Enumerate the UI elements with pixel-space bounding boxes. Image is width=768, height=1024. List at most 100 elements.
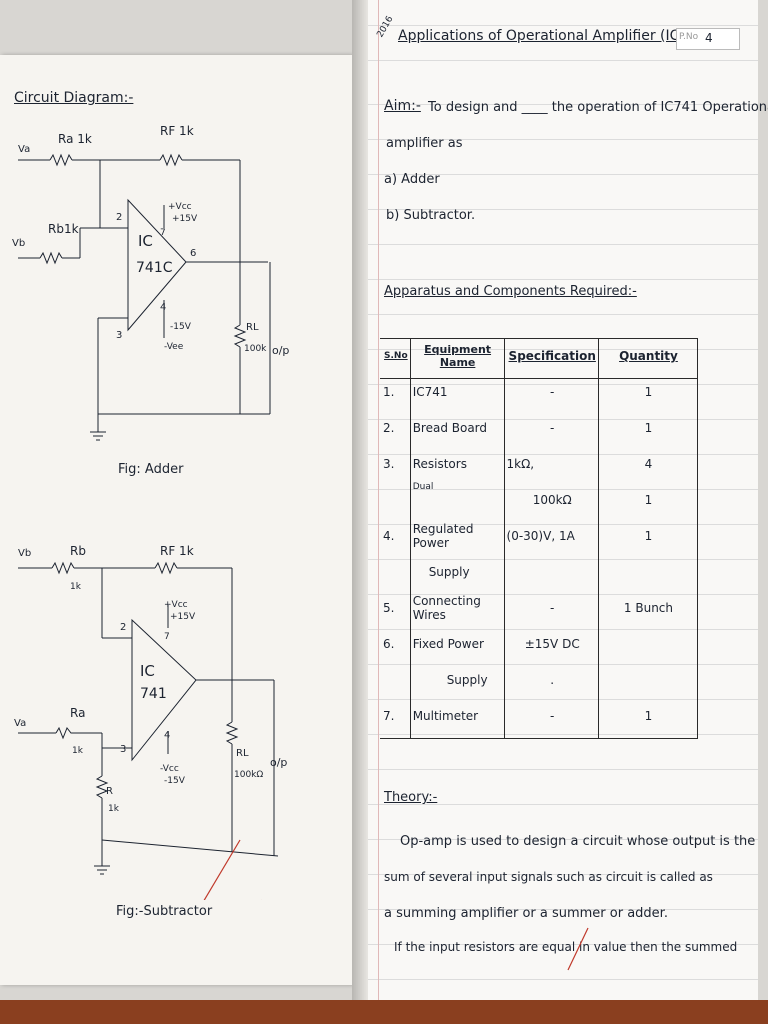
sub-ic-label: IC	[140, 662, 155, 680]
sub-vcc-neg: -Vcc	[160, 764, 179, 774]
table-cell: 5.	[383, 601, 395, 615]
table-cell: -	[550, 421, 555, 435]
table-row: Dual 100kΩ 1	[381, 482, 697, 518]
adder-vcc-neg: -Vee	[164, 342, 184, 352]
table-dual-note: Dual	[412, 482, 434, 492]
sub-va-label: Va	[14, 718, 27, 729]
table-cell: .	[550, 673, 555, 687]
table-cell: 1	[644, 493, 653, 507]
table-header-cell: Quantity	[619, 349, 678, 363]
sub-r-value: 1k	[108, 804, 119, 814]
adder-caption: Fig: Adder	[118, 462, 184, 477]
adder-pin2: 2	[116, 212, 123, 223]
table-row: 2. Bread Board - 1	[381, 410, 697, 446]
table-cell: 1	[644, 385, 653, 399]
sub-rb-value: 1k	[70, 582, 81, 592]
table-cell: 1	[644, 709, 653, 723]
table-top-rule	[380, 338, 698, 339]
table-col-rule-3	[598, 338, 599, 738]
sub-ra-value: 1k	[72, 746, 83, 756]
table-header-row: S.No Equipment Name Specification Quanti…	[381, 338, 697, 374]
table-row: 1. IC741 - 1	[381, 374, 697, 410]
circuit-diagram-heading: Circuit Diagram:-	[14, 90, 134, 106]
table-cell: 1.	[383, 385, 395, 399]
subtractor-circuit	[18, 561, 279, 900]
theory-line-3: a summing amplifier or a summer or adder…	[384, 906, 668, 921]
sub-rf-label: RF 1k	[160, 544, 194, 558]
adder-va-label: Va	[18, 144, 31, 155]
table-cell: Bread Board	[412, 421, 488, 435]
table-cell: 1kΩ,	[506, 457, 535, 471]
table-row: Supply	[381, 554, 697, 590]
table-cell: -	[550, 601, 555, 615]
adder-vb-label: Vb	[12, 238, 26, 249]
aim-text-line1: To design and ____ the operation of IC74…	[428, 100, 768, 115]
adder-rf-label: RF 1k	[160, 124, 194, 138]
adder-rb-label: Rb1k	[48, 222, 79, 236]
table-row: 6. Fixed Power ±15V DC	[381, 626, 697, 662]
table-cell	[381, 554, 411, 590]
subtractor-caption: Fig:-Subtractor	[116, 904, 213, 919]
sub-rl-value: 100kΩ	[234, 770, 264, 780]
table-cell	[381, 662, 411, 698]
table-cell: 1	[644, 529, 653, 543]
sub-output-label: o/p	[270, 756, 288, 769]
table-cell: Supply	[446, 673, 488, 687]
aim-label: Aim:-	[384, 98, 421, 114]
table-cell: -	[550, 709, 555, 723]
adder-pin7: 7	[160, 228, 166, 238]
left-notebook-page	[0, 55, 352, 985]
table-cell	[600, 554, 697, 590]
table-row: 5. Connecting Wires - 1 Bunch	[381, 590, 697, 626]
table-col-rule-1	[410, 338, 411, 738]
table-cell: 3.	[383, 457, 395, 471]
sub-vcc-pos: +Vcc	[164, 600, 188, 610]
table-header-rule	[380, 378, 698, 379]
table-surface	[0, 1000, 768, 1024]
sub-ic-number: 741	[140, 686, 167, 702]
theory-line-2: sum of several input signals such as cir…	[384, 870, 713, 884]
table-cell: Connecting Wires	[412, 594, 481, 622]
table-cell	[600, 626, 697, 662]
table-row: 7. Multimeter - 1	[381, 698, 697, 734]
adder-vcc-pos-val: +15V	[172, 214, 198, 224]
equipment-table: S.No Equipment Name Specification Quanti…	[381, 338, 697, 734]
sub-vcc-neg-val: -15V	[164, 776, 185, 786]
page-number-box: P.No 4	[676, 28, 740, 50]
table-cell: 2.	[383, 421, 395, 435]
sub-r-label: R	[106, 786, 113, 797]
right-notebook-page	[368, 0, 758, 1024]
adder-vcc-pos: +Vcc	[168, 202, 192, 212]
theory-line-1: Op-amp is used to design a circuit whose…	[400, 834, 756, 849]
aim-text-line2: amplifier as	[386, 136, 463, 151]
table-cell: Fixed Power	[412, 637, 484, 651]
table-cell: 100kΩ	[532, 493, 572, 507]
table-cell	[600, 662, 697, 698]
adder-vcc-neg-val: -15V	[170, 322, 191, 332]
margin-line	[378, 0, 379, 1024]
sub-rb-label: Rb	[70, 544, 86, 558]
page-number: 4	[705, 31, 713, 45]
adder-ic-number: 741C	[136, 260, 173, 276]
table-cell: Regulated Power	[412, 522, 474, 550]
table-cell: 1 Bunch	[623, 601, 674, 615]
table-header-cell: S.No	[384, 351, 408, 361]
table-col-rule-2	[504, 338, 505, 738]
table-cell: IC741	[412, 385, 448, 399]
table-cell: Supply	[428, 565, 470, 579]
table-row: Supply .	[381, 662, 697, 698]
adder-circuit	[18, 153, 271, 441]
table-row: 3. Resistors 1kΩ, 4	[381, 446, 697, 482]
table-cell	[505, 554, 600, 590]
adder-rl-label: RL	[246, 322, 259, 333]
table-header-cell: Specification	[508, 349, 596, 363]
page-title: Applications of Operational Amplifier (I…	[398, 28, 712, 44]
table-cell: 6.	[383, 637, 395, 651]
table-col-rule-4	[697, 338, 698, 738]
red-tick-mark	[567, 927, 589, 971]
table-cell: ±15V DC	[524, 637, 580, 651]
adder-pin3: 3	[116, 330, 123, 341]
table-cell: 4.	[383, 529, 395, 543]
table-row: 4. Regulated Power (0-30)V, 1A 1	[381, 518, 697, 554]
table-cell: 4	[644, 457, 653, 471]
